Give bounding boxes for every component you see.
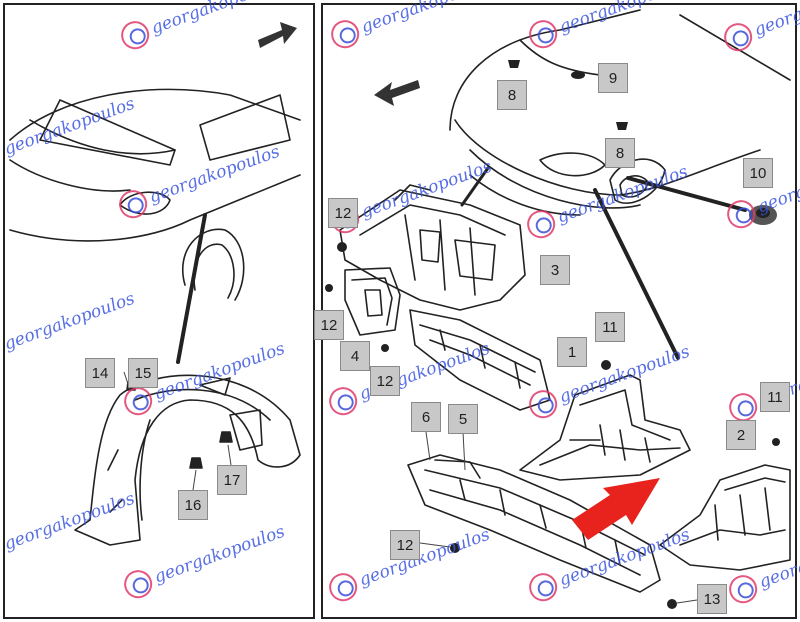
right-panel-undertray xyxy=(321,3,797,619)
callout-3: 3 xyxy=(540,255,570,285)
clip-icon xyxy=(571,71,585,79)
wheel-arch-liner-part xyxy=(74,374,301,546)
callout-14: 14 xyxy=(85,358,115,388)
car-front-outline xyxy=(449,9,791,216)
arrow-icon xyxy=(374,80,420,106)
radiator-support-part-3 xyxy=(339,184,526,311)
push-rivet-part-10 xyxy=(749,205,777,225)
undertray-part-1 xyxy=(519,374,691,481)
callout-13: 13 xyxy=(697,584,727,614)
leader-line-liner xyxy=(176,213,207,364)
callout-9: 9 xyxy=(598,63,628,93)
car-front-left-outline xyxy=(9,88,301,301)
clip-icon xyxy=(667,599,677,609)
callout-8-top: 8 xyxy=(497,80,527,110)
callout-16: 16 xyxy=(178,490,208,520)
callout-17: 17 xyxy=(217,465,247,495)
clip-icon xyxy=(616,122,628,130)
undertray-part-2 xyxy=(659,464,791,571)
callout-1: 1 xyxy=(557,337,587,367)
air-duct-part-4 xyxy=(344,267,401,336)
left-panel-wheel-liner xyxy=(3,3,315,619)
callout-12-top: 12 xyxy=(328,198,358,228)
callout-5: 5 xyxy=(448,404,478,434)
clip-icon xyxy=(450,543,460,553)
red-arrow-icon xyxy=(572,478,660,540)
callout-15: 15 xyxy=(128,358,158,388)
leader-line-3 xyxy=(460,166,490,207)
callout-4: 4 xyxy=(340,341,370,371)
callout-2: 2 xyxy=(726,420,756,450)
arrow-icon xyxy=(258,22,297,48)
clip-icon xyxy=(381,344,389,352)
bumper-rail-part-6 xyxy=(407,454,661,593)
callout-12-mid: 12 xyxy=(370,366,400,396)
clip-icon xyxy=(772,438,780,446)
callout-12-bottom: 12 xyxy=(390,530,420,560)
lower-duct-part-5 xyxy=(409,309,551,411)
callout-12-left: 12 xyxy=(314,310,344,340)
leader-line-1 xyxy=(593,188,680,360)
clip-icon xyxy=(601,360,611,370)
callout-11-right: 11 xyxy=(760,382,790,412)
callout-11-mid: 11 xyxy=(595,312,625,342)
clip-icon xyxy=(325,284,333,292)
callout-10: 10 xyxy=(743,158,773,188)
callout-6: 6 xyxy=(411,402,441,432)
clip-icon xyxy=(337,242,347,252)
clip-icon xyxy=(508,60,520,68)
leader-line-10 xyxy=(626,176,747,212)
fasteners xyxy=(325,60,780,609)
callout-8-mid: 8 xyxy=(605,138,635,168)
